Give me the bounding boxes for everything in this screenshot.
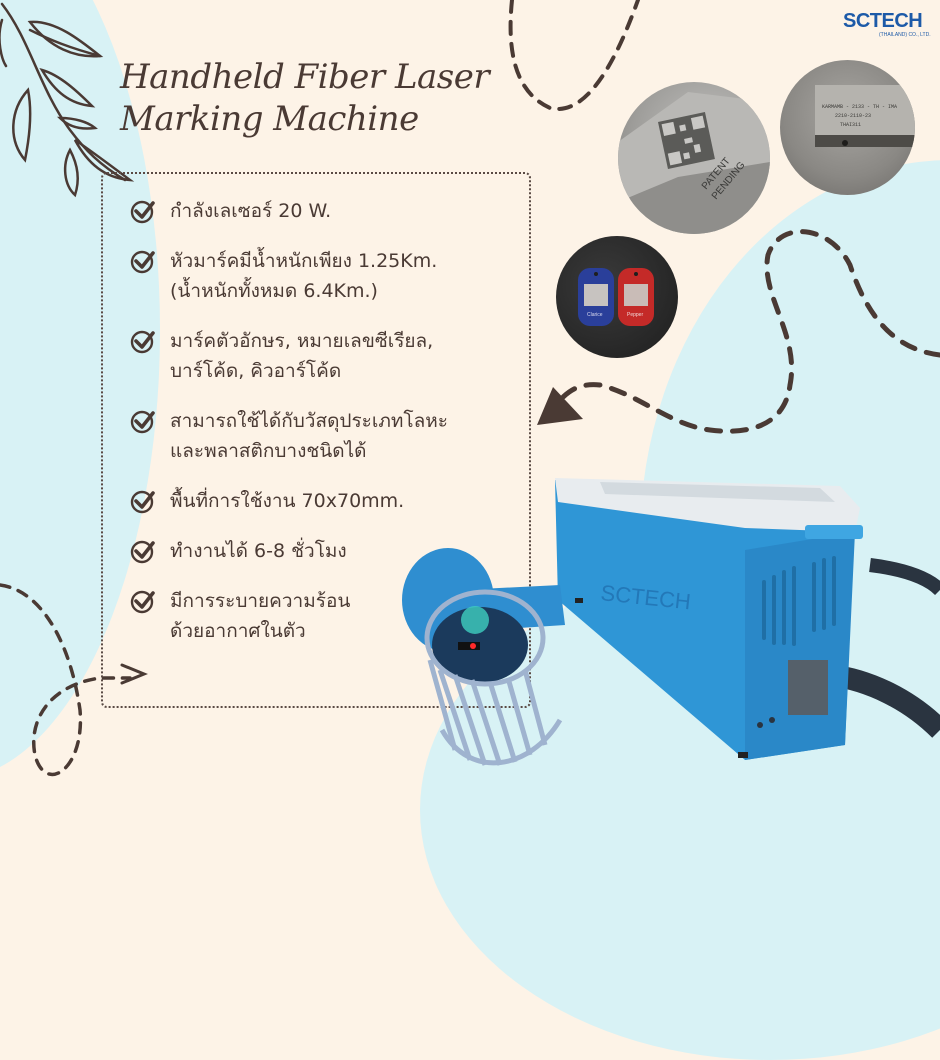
check-circle-icon bbox=[130, 590, 155, 614]
dog-tags-illustration: Clarice Pepper bbox=[578, 268, 654, 326]
qr-metal-illustration: PATENT PENDING bbox=[618, 92, 770, 234]
feature-text: สามารถใช้ได้กับวัสดุประเภทโลหะ bbox=[170, 410, 448, 432]
feature-text: (น้ำหนักทั้งหมด 6.4Km.) bbox=[170, 280, 378, 302]
check-circle-icon bbox=[130, 200, 155, 224]
photo-dog-tags: Clarice Pepper bbox=[556, 236, 678, 358]
laser-machine-illustration: SCTECH bbox=[402, 478, 940, 766]
check-circle-icon bbox=[130, 490, 155, 514]
feature-text: และพลาสติกบางชนิดได้ bbox=[170, 440, 367, 462]
feature-text: มาร์คตัวอักษร, หมายเลขซีเรียล, bbox=[170, 330, 434, 352]
feature-list: กำลังเลเซอร์ 20 W. หัวมาร์คมีน้ำหนักเพีย… bbox=[130, 196, 530, 666]
photo-steel-plate: KARMAMB - 2133 - TH - IMA 2210-2110-23 T… bbox=[780, 60, 915, 195]
title-line-1: Handheld Fiber Laser bbox=[120, 57, 490, 97]
dashed-loop-top bbox=[508, 0, 640, 111]
arrowhead-icon bbox=[537, 387, 583, 425]
feature-text: บาร์โค้ด, คิวอาร์โค้ด bbox=[170, 360, 342, 382]
feature-item-area: พื้นที่การใช้งาน 70x70mm. bbox=[130, 486, 530, 516]
feature-text: หัวมาร์คมีน้ำหนักเพียง 1.25Km. bbox=[170, 250, 438, 272]
plate-text-line-3: THAI311 bbox=[840, 122, 861, 128]
steel-plate-illustration: KARMAMB - 2133 - TH - IMA 2210-2110-23 T… bbox=[815, 85, 915, 147]
check-circle-icon bbox=[130, 250, 155, 274]
feature-item-runtime: ทำงานได้ 6-8 ชั่วโมง bbox=[130, 536, 530, 566]
check-circle-icon bbox=[130, 410, 155, 434]
check-circle-icon bbox=[130, 540, 155, 564]
plate-text-line-2: 2210-2110-23 bbox=[835, 113, 871, 119]
feature-text: พื้นที่การใช้งาน 70x70mm. bbox=[170, 490, 405, 512]
photo-qr-metal: PATENT PENDING bbox=[618, 82, 770, 234]
feature-text: ทำงานได้ 6-8 ชั่วโมง bbox=[170, 540, 347, 562]
feature-item-cooling: มีการระบายความร้อนด้วยอากาศในตัว bbox=[130, 586, 530, 646]
feature-text: มีการระบายความร้อน bbox=[170, 590, 351, 612]
vent-slots bbox=[762, 556, 836, 646]
feature-item-materials: สามารถใช้ได้กับวัสดุประเภทโลหะและพลาสติก… bbox=[130, 406, 530, 466]
connector-panel bbox=[788, 660, 828, 715]
feature-item-power: กำลังเลเซอร์ 20 W. bbox=[130, 196, 530, 226]
page-title: Handheld Fiber Laser Marking Machine bbox=[120, 56, 490, 140]
feature-box-border bbox=[101, 172, 531, 708]
feature-text: กำลังเลเซอร์ 20 W. bbox=[170, 200, 332, 222]
cone-guard bbox=[424, 589, 563, 766]
feature-text: ด้วยอากาศในตัว bbox=[170, 620, 306, 642]
logo-subtext: (THAILAND) CO., LTD. bbox=[879, 32, 931, 38]
logo-text: SCTECH bbox=[843, 10, 923, 32]
red-tag-label: Pepper bbox=[627, 312, 643, 318]
brand-logo: SCTECH (THAILAND) CO., LTD. bbox=[843, 10, 933, 40]
plate-text-line-1: KARMAMB - 2133 - TH - IMA bbox=[822, 104, 897, 110]
feature-item-weight: หัวมาร์คมีน้ำหนักเพียง 1.25Km. (น้ำหนักทั… bbox=[130, 246, 530, 306]
feature-item-marking: มาร์คตัวอักษร, หมายเลขซีเรียล, บาร์โค้ด, … bbox=[130, 326, 530, 386]
title-line-2: Marking Machine bbox=[120, 99, 419, 139]
blue-tag-label: Clarice bbox=[587, 312, 603, 318]
machine-handle bbox=[805, 525, 863, 539]
check-circle-icon bbox=[130, 330, 155, 354]
